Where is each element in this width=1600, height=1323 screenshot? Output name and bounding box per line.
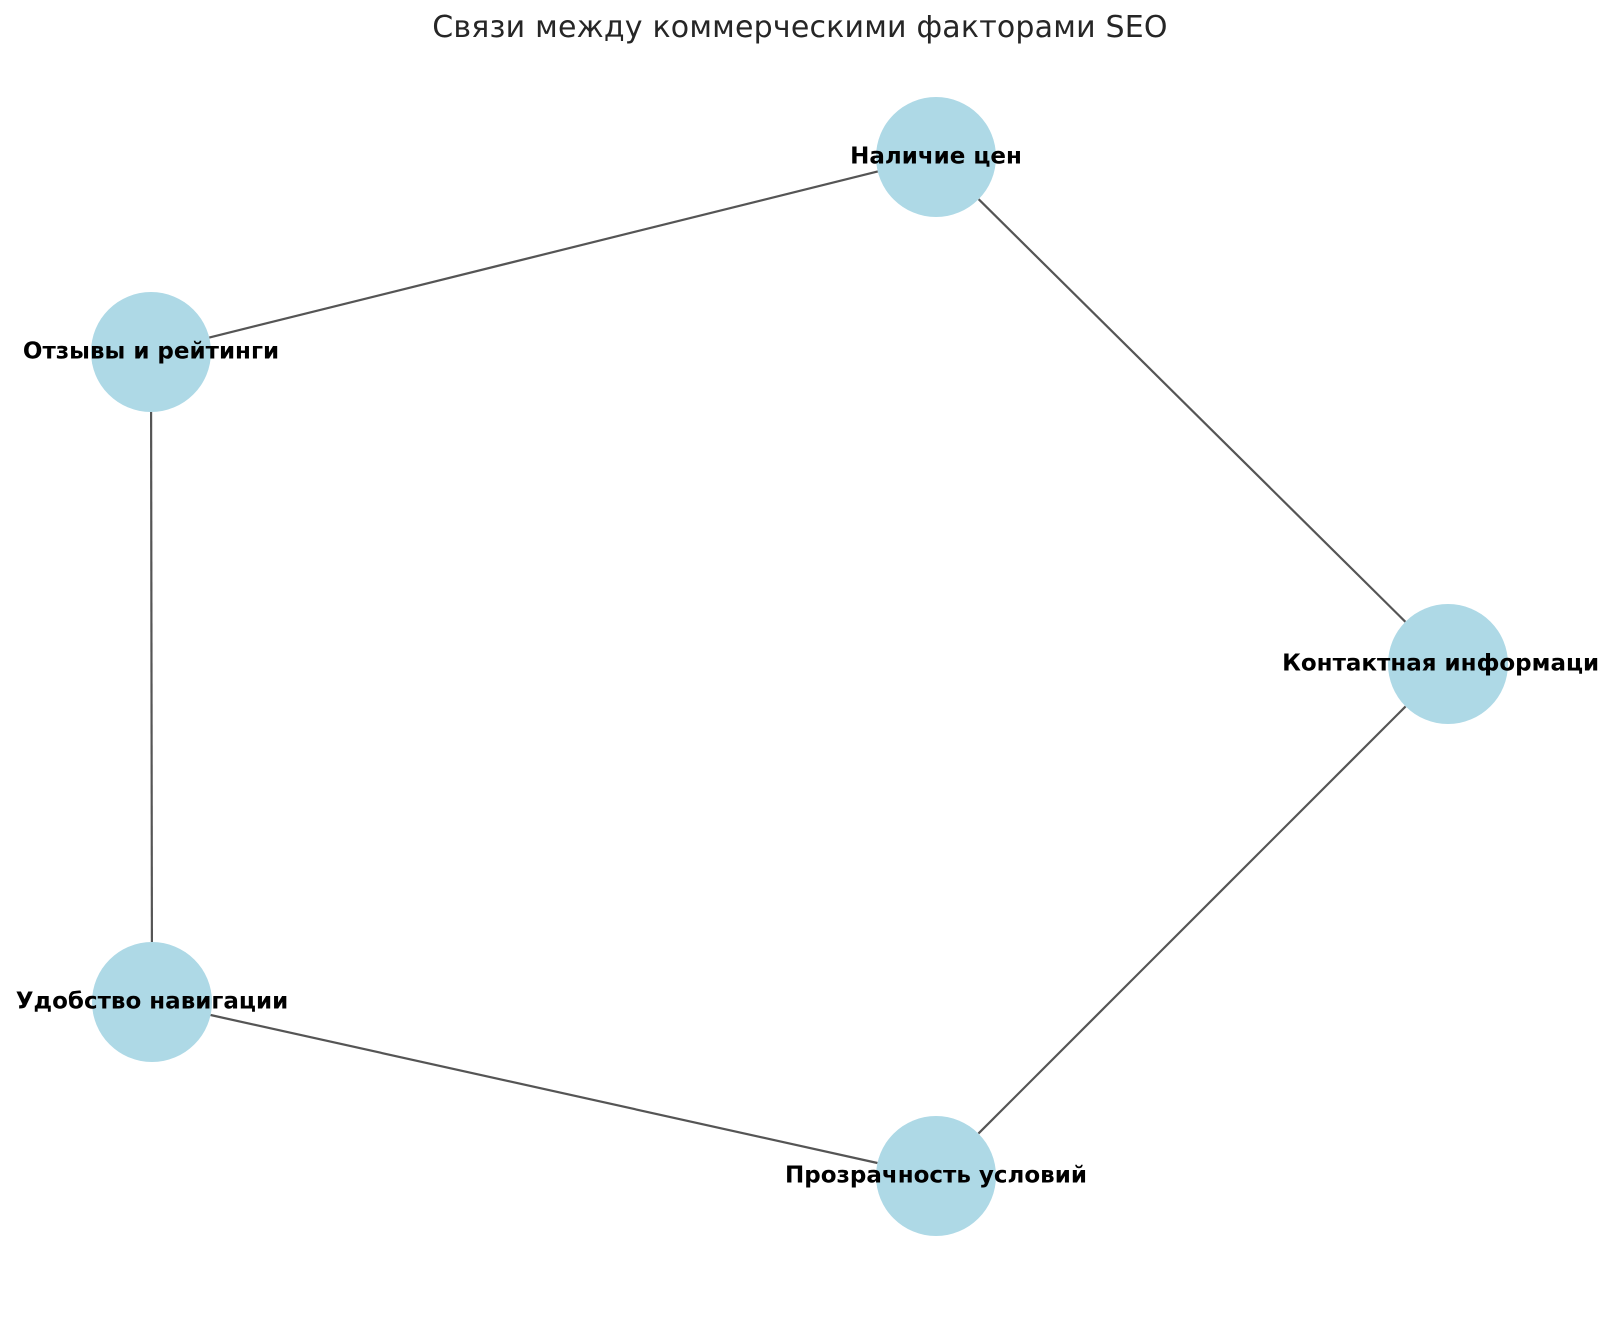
graph-node-reviews[interactable]	[91, 292, 211, 412]
graph-node-terms[interactable]	[876, 1116, 996, 1236]
graph-edge	[977, 198, 1407, 623]
graph-edge	[977, 705, 1407, 1135]
graph-node-prices[interactable]	[876, 97, 996, 217]
graph-edge	[208, 170, 879, 339]
graph-edge	[149, 411, 154, 943]
graph-node-navigation[interactable]	[92, 942, 212, 1062]
graph-edge	[210, 1013, 878, 1165]
page-title: Связи между коммерческими факторами SEO	[432, 10, 1168, 45]
graph-node-contacts[interactable]	[1388, 604, 1508, 724]
nodes-group	[91, 97, 1508, 1236]
edges-group	[149, 170, 1407, 1165]
